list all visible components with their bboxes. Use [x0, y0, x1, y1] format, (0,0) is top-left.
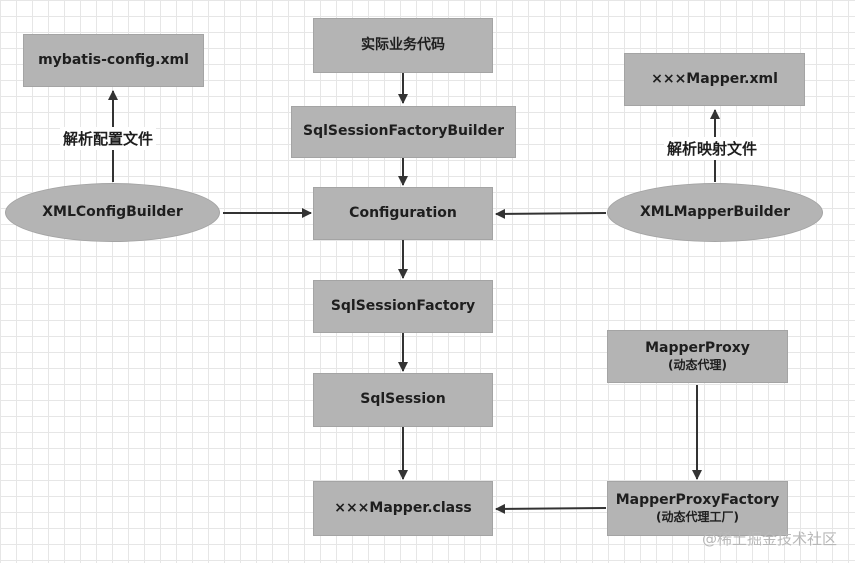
node-sqlsession-label: SqlSession	[360, 391, 446, 408]
node-configuration: Configuration	[313, 187, 493, 240]
node-mapperproxy: MapperProxy (动态代理)	[607, 330, 788, 383]
edge-label-parse-mapping: 解析映射文件	[664, 137, 761, 160]
node-mapperproxyfactory-title: MapperProxyFactory	[615, 492, 780, 509]
node-mapperproxy-subtitle: (动态代理)	[668, 357, 727, 372]
node-mybatis-config-label: mybatis-config.xml	[38, 51, 189, 68]
node-mapperproxy-title: MapperProxy	[645, 340, 750, 357]
node-xmlmapperbuilder: XMLMapperBuilder	[607, 183, 823, 242]
node-mapper-xml-label: ×××Mapper.xml	[651, 70, 778, 87]
node-mapperproxyfactory: MapperProxyFactory (动态代理工厂)	[607, 481, 788, 536]
node-sqlsession: SqlSession	[313, 373, 493, 427]
node-configuration-label: Configuration	[349, 204, 457, 221]
node-sqlsessionfactory: SqlSessionFactory	[313, 280, 493, 333]
node-mapper-xml: ×××Mapper.xml	[624, 53, 805, 106]
arrow-proxyfactory-to-mapper-class	[495, 503, 607, 514]
node-sqlsessionfactorybuilder: SqlSessionFactoryBuilder	[291, 106, 516, 158]
node-xmlmapperbuilder-label: XMLMapperBuilder	[639, 203, 791, 220]
node-xmlconfigbuilder: XMLConfigBuilder	[5, 183, 220, 242]
node-mapper-class-label: ×××Mapper.class	[334, 499, 472, 516]
node-mapperproxyfactory-subtitle: (动态代理工厂)	[656, 509, 739, 524]
arrow-xmlmapper-to-configuration	[495, 208, 607, 219]
node-business-code: 实际业务代码	[313, 18, 493, 73]
node-sqlsessionfactory-label: SqlSessionFactory	[330, 297, 476, 314]
node-sqlsessionfactorybuilder-label: SqlSessionFactoryBuilder	[302, 123, 505, 140]
node-mybatis-config: mybatis-config.xml	[23, 34, 204, 87]
node-mapper-class: ×××Mapper.class	[313, 481, 493, 536]
edge-label-parse-config: 解析配置文件	[60, 127, 157, 150]
watermark: @稀土掘金技术社区	[701, 530, 837, 548]
node-business-code-label: 实际业务代码	[361, 36, 445, 53]
node-xmlconfigbuilder-label: XMLConfigBuilder	[42, 203, 183, 220]
